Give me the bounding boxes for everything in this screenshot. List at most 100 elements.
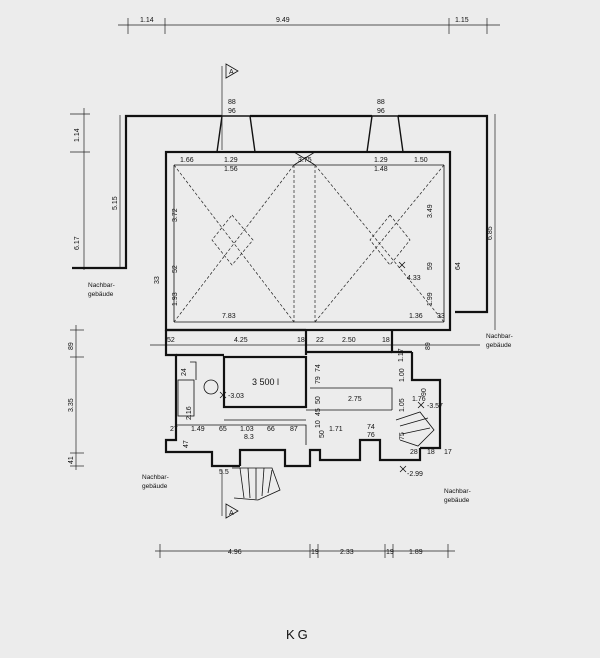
dim-bottom-1: 4.96 xyxy=(228,549,242,556)
chimney-right-dim-1: 88 xyxy=(377,99,385,106)
dim-lower-11: 50 xyxy=(315,396,322,404)
chimney-right-dim-2: 96 xyxy=(377,108,385,115)
section-marker-top: A xyxy=(221,63,239,150)
dim-left-3: 6.17 xyxy=(74,236,81,250)
dim-lower-4: 1.03 xyxy=(240,426,254,433)
neighbor-label-4a: Nachbar- xyxy=(444,488,471,495)
dim-room-top-6: 1.48 xyxy=(374,166,388,173)
upper-room xyxy=(164,150,452,332)
dim-lower-15: 1.00 xyxy=(399,368,406,382)
dim-mid-3: 18 xyxy=(297,337,305,344)
tank-capacity-label: 3 500 l xyxy=(252,377,279,387)
dim-room-top-3: 1.56 xyxy=(224,166,238,173)
dim-bottom-2: 19 xyxy=(311,549,319,556)
neighbor-outline xyxy=(72,114,489,314)
dim-lower-25: 18 xyxy=(427,449,435,456)
chimney-left-dim-1: 88 xyxy=(228,99,236,106)
dim-bottom-5: 1.89 xyxy=(409,549,423,556)
dim-lower-7: 8.3 xyxy=(244,434,254,441)
dim-top-left: 1.14 xyxy=(140,17,154,24)
dim-room-side-7: 33 xyxy=(154,276,161,284)
dim-lower-12: 45 xyxy=(315,408,322,416)
dim-mid-8: 89 xyxy=(425,342,432,350)
dim-room-side-5: 59 xyxy=(427,262,434,270)
dim-room-side-1: 3.72 xyxy=(172,208,179,222)
dim-room-top-1: 1.66 xyxy=(180,157,194,164)
dim-lower-8: 2.16 xyxy=(186,406,193,420)
top-dimension-chain: 1.14 9.49 1.15 xyxy=(118,17,500,34)
dim-room-top-5: 1.29 xyxy=(374,157,388,164)
dim-mid-5: 2.50 xyxy=(342,337,356,344)
bottom-dimension-chain: 4.96 19 2.33 19 1.89 xyxy=(155,544,455,558)
chimney-left: 88 96 xyxy=(216,99,256,153)
dim-lower-20: 76 xyxy=(367,432,375,439)
dim-lower-3: 65 xyxy=(219,426,227,433)
dim-lower-27: 5.5 xyxy=(219,469,229,476)
neighbor-label-1b: gebäude xyxy=(88,291,114,298)
dim-lower-26: 17 xyxy=(444,449,452,456)
dim-lower-14: 2.75 xyxy=(348,396,362,403)
right-dimension: 6.85 xyxy=(487,114,496,330)
neighbor-label-left-top: Nachbar- gebäude xyxy=(88,282,115,298)
dim-room-top-7: 1.50 xyxy=(414,157,428,164)
dim-left-2: 5.15 xyxy=(112,196,119,210)
dim-left-4: 89 xyxy=(68,342,75,350)
dim-mid-4: 22 xyxy=(316,337,324,344)
section-marker-bottom-label: A xyxy=(229,510,234,517)
dim-room-top-4: 3.75 xyxy=(298,157,312,164)
neighbor-label-right-top: Nachbar- gebäude xyxy=(486,333,513,349)
section-marker-bottom: A xyxy=(221,470,239,519)
dim-lower-18: 1.71 xyxy=(329,426,343,433)
dim-lower-9: 74 xyxy=(315,364,322,372)
upper-room-dimensions: 1.66 1.29 1.56 3.75 1.29 1.48 1.50 3.72 … xyxy=(154,157,462,320)
chimney-right: 88 96 xyxy=(366,99,404,153)
dim-top-middle: 9.49 xyxy=(276,17,290,24)
neighbor-label-2a: Nachbar- xyxy=(486,333,513,340)
dim-mid-7: 1.17 xyxy=(398,348,405,362)
dim-lower-19: 74 xyxy=(367,424,375,431)
neighbor-label-2b: gebäude xyxy=(486,342,512,349)
dim-lower-24: 28 xyxy=(410,449,418,456)
dim-room-bottom-3: 33 xyxy=(437,313,445,320)
dim-room-side-2: 3.49 xyxy=(427,204,434,218)
neighbor-label-3b: gebäude xyxy=(142,483,168,490)
dim-room-side-8: 64 xyxy=(455,262,462,270)
level-left: -3.03 xyxy=(228,393,244,400)
dim-bottom-4: 19 xyxy=(386,549,394,556)
dim-left-1: 1.14 xyxy=(74,128,81,142)
dim-room-bottom-2: 1.36 xyxy=(409,313,423,320)
dim-lower-2: 1.49 xyxy=(191,426,205,433)
dim-lower-23: 1.76 xyxy=(412,396,426,403)
dim-lower-21: 75 xyxy=(399,432,406,440)
dim-lower-13: 10 xyxy=(315,420,322,428)
dim-left-5: 3.35 xyxy=(68,398,75,412)
dim-room-top-2: 1.29 xyxy=(224,157,238,164)
dim-mid-2: 4.25 xyxy=(234,337,248,344)
dim-lower-10: 79 xyxy=(315,376,322,384)
neighbor-label-4b: gebäude xyxy=(444,497,470,504)
dim-mid-1: 52 xyxy=(167,337,175,344)
neighbor-label-3a: Nachbar- xyxy=(142,474,169,481)
floor-label: KG xyxy=(286,627,311,642)
chimney-left-dim-2: 96 xyxy=(228,108,236,115)
dim-lower-1: 27 xyxy=(170,426,178,433)
neighbor-label-1a: Nachbar- xyxy=(88,282,115,289)
dim-lower-17: 50 xyxy=(319,430,326,438)
dim-room-side-4: 1.93 xyxy=(172,292,179,306)
neighbor-label-right-bottom: Nachbar- gebäude xyxy=(444,488,471,504)
level-right: -3.57 xyxy=(427,403,443,410)
level-upper: 4.33 xyxy=(407,275,421,282)
dim-lower-28: 24 xyxy=(181,368,188,376)
level-bottom: -2.99 xyxy=(407,471,423,478)
dim-mid-6: 18 xyxy=(382,337,390,344)
left-dimension-chain: 1.14 5.15 6.17 89 3.35 41 xyxy=(68,108,121,470)
lower-dimensions: 3 500 l -3.03 -3.57 -2.99 27 1.49 65 1.0… xyxy=(170,364,452,478)
dim-lower-6: 87 xyxy=(290,426,298,433)
dim-room-side-6: 1.99 xyxy=(427,292,434,306)
dim-room-bottom-1: 7.83 xyxy=(222,313,236,320)
dim-bottom-3: 2.33 xyxy=(340,549,354,556)
dim-lower-22: 90 xyxy=(421,388,428,396)
dim-room-side-3: 52 xyxy=(172,265,179,273)
section-marker-top-label: A xyxy=(229,69,234,76)
dim-lower-5: 66 xyxy=(267,426,275,433)
